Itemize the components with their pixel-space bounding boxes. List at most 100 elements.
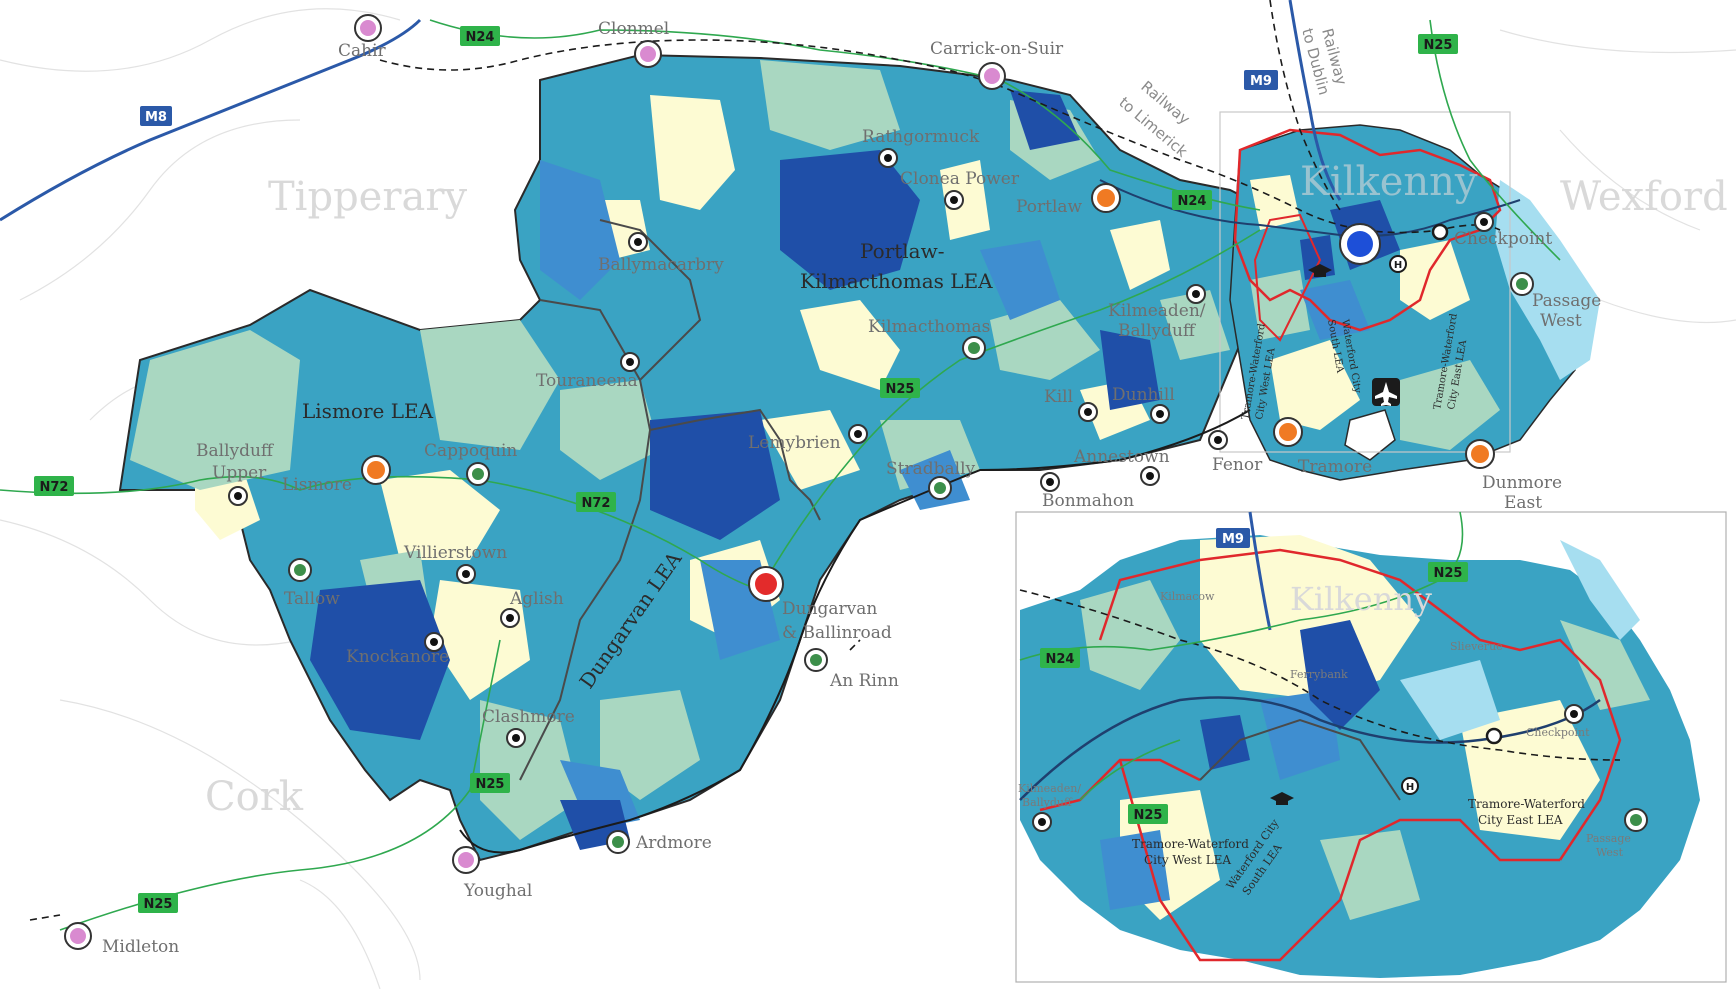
lea-label-portlaw-1: Portlaw- xyxy=(860,239,944,263)
region-labels: Tipperary Cork Kilkenny Wexford Kilkenny xyxy=(205,159,1728,820)
graduation-cap-icon xyxy=(1308,264,1332,277)
svg-text:N25: N25 xyxy=(1424,38,1453,53)
town-passage-west[interactable]: Passage West xyxy=(1510,272,1601,331)
svg-text:Tramore: Tramore xyxy=(1298,457,1372,477)
town-ballymacarbry[interactable]: Ballymacarbry xyxy=(598,232,724,275)
svg-text:Carrick-on-Suir: Carrick-on-Suir xyxy=(930,39,1064,59)
town-fenor[interactable]: Fenor xyxy=(1208,430,1263,475)
town-knockanore[interactable]: Knockanore xyxy=(346,632,449,667)
svg-text:West: West xyxy=(1596,846,1624,859)
svg-text:Passage: Passage xyxy=(1532,291,1601,311)
svg-text:Ballyduff: Ballyduff xyxy=(196,441,275,461)
svg-text:Fenor: Fenor xyxy=(1212,455,1263,475)
m8-motorway xyxy=(0,18,422,222)
svg-text:Ballyduff: Ballyduff xyxy=(1022,796,1073,809)
svg-text:Bonmahon: Bonmahon xyxy=(1042,491,1134,511)
town-midleton[interactable]: Midleton xyxy=(64,922,179,957)
inset-lea-label-tramore-east-1: Tramore-Waterford xyxy=(1468,797,1585,811)
inset-town-checkpoint[interactable]: Checkpoint xyxy=(1526,704,1590,739)
svg-text:Portlaw: Portlaw xyxy=(1016,197,1083,217)
n25-shield-3: N25 xyxy=(470,773,510,793)
inset-label-kilmacow: Kilmacow xyxy=(1160,590,1215,603)
coastline xyxy=(459,409,1251,854)
svg-text:Ballyduff: Ballyduff xyxy=(1118,321,1197,341)
town-dunhill[interactable]: Dunhill xyxy=(1112,385,1175,424)
svg-text:Clashmore: Clashmore xyxy=(482,707,575,727)
town-stradbally[interactable]: Stradbally xyxy=(886,459,976,500)
svg-text:Ardmore: Ardmore xyxy=(635,833,712,853)
n24-shield-2: N24 xyxy=(1172,190,1212,210)
inset-ferry-icon xyxy=(1485,727,1503,745)
svg-text:Kilmacthomas: Kilmacthomas xyxy=(868,317,990,337)
town-touraneena[interactable]: Touraneena xyxy=(536,352,640,391)
svg-text:Checkpoint: Checkpoint xyxy=(1454,229,1552,249)
town-ballyduff-upper[interactable]: Ballyduff Upper xyxy=(196,441,275,506)
suir-estuary xyxy=(1495,180,1600,380)
town-dunmore-east[interactable]: Dunmore East xyxy=(1465,439,1562,513)
svg-text:Stradbally: Stradbally xyxy=(886,459,976,479)
town-markers: Cahir Clonmel Carrick-on-Suir Youghal Mi… xyxy=(64,14,1648,957)
town-kilmeaden[interactable]: Kilmeaden/ Ballyduff xyxy=(1108,284,1206,341)
town-cahir[interactable]: Cahir xyxy=(338,14,387,61)
town-kilmacthomas[interactable]: Kilmacthomas xyxy=(868,317,990,360)
svg-text:Touraneena: Touraneena xyxy=(536,371,638,391)
m9-shield: M9 xyxy=(1244,70,1278,90)
town-cappoquin[interactable]: Cappoquin xyxy=(424,441,517,486)
town-bonmahon[interactable]: Bonmahon xyxy=(1040,472,1134,511)
svg-text:Dungarvan: Dungarvan xyxy=(782,599,877,619)
town-dungarvan[interactable]: Dungarvan & Ballinroad xyxy=(748,566,892,643)
town-lismore[interactable]: Lismore xyxy=(282,455,391,495)
town-youghal[interactable]: Youghal xyxy=(452,846,532,901)
town-clashmore[interactable]: Clashmore xyxy=(482,707,575,748)
svg-text:Villierstown: Villierstown xyxy=(403,543,507,563)
inset-lea-label-tramore-east-2: City East LEA xyxy=(1478,813,1563,827)
town-checkpoint[interactable]: Checkpoint xyxy=(1454,212,1552,249)
svg-text:Cahir: Cahir xyxy=(338,41,387,61)
svg-text:Clonmel: Clonmel xyxy=(598,19,669,39)
town-villierstown[interactable]: Villierstown xyxy=(403,543,507,584)
svg-text:Dunhill: Dunhill xyxy=(1112,385,1175,405)
town-clonea-power[interactable]: Clonea Power xyxy=(900,169,1020,210)
town-rathgormuck[interactable]: Rathgormuck xyxy=(862,127,980,168)
svg-text:Dunmore: Dunmore xyxy=(1482,473,1562,493)
city-lea-boundary xyxy=(1233,128,1502,332)
n25-shield-1: N25 xyxy=(1418,34,1458,54)
town-waterford-city[interactable] xyxy=(1339,223,1381,265)
town-aglish[interactable]: Aglish xyxy=(500,589,564,628)
svg-text:N25: N25 xyxy=(144,897,173,912)
svg-text:N72: N72 xyxy=(40,480,69,495)
svg-text:M8: M8 xyxy=(145,110,167,125)
town-lemybrien[interactable]: Lemybrien xyxy=(748,424,868,453)
lea-boundaries xyxy=(519,219,821,781)
inset-town-kilmeaden[interactable]: Kilmeaden/ Ballyduff xyxy=(1018,782,1081,832)
svg-text:M9: M9 xyxy=(1222,532,1244,547)
svg-text:Youghal: Youghal xyxy=(463,881,532,901)
town-ardmore[interactable]: Ardmore xyxy=(606,830,712,854)
inset-town-passage-west[interactable]: Passage West xyxy=(1586,808,1648,859)
lea-label-portlaw-2: Kilmacthomas LEA xyxy=(800,269,993,293)
town-clonmel[interactable]: Clonmel xyxy=(598,19,669,68)
svg-text:Upper: Upper xyxy=(212,463,267,483)
town-carrick[interactable]: Carrick-on-Suir xyxy=(930,39,1064,90)
town-kill[interactable]: Kill xyxy=(1044,387,1098,422)
region-label-tipperary: Tipperary xyxy=(268,174,467,220)
region-label-kilkenny: Kilkenny xyxy=(1300,159,1478,205)
svg-text:Annestown: Annestown xyxy=(1073,447,1170,467)
n24-shield-1: N24 xyxy=(460,26,500,46)
svg-text:Aglish: Aglish xyxy=(509,589,564,609)
n25-shield-4: N25 xyxy=(138,893,178,913)
n25-shield-inset-2: N25 xyxy=(1128,804,1168,824)
svg-text:N24: N24 xyxy=(466,30,495,45)
town-tramore[interactable]: Tramore xyxy=(1273,417,1372,477)
svg-text:West: West xyxy=(1540,311,1582,331)
town-an-rinn[interactable]: An Rinn xyxy=(804,648,899,691)
svg-text:Kilmeaden/: Kilmeaden/ xyxy=(1108,301,1206,321)
road-shields: M8 M9 M9 N24 N24 N24 N25 N25 xyxy=(34,26,1468,913)
town-tallow[interactable]: Tallow xyxy=(284,558,340,609)
inset-graduation-cap-icon xyxy=(1270,792,1294,805)
svg-text:N24: N24 xyxy=(1178,194,1207,209)
svg-text:N25: N25 xyxy=(476,777,505,792)
town-annestown[interactable]: Annestown xyxy=(1073,447,1170,486)
town-portlaw[interactable]: Portlaw xyxy=(1016,183,1121,217)
